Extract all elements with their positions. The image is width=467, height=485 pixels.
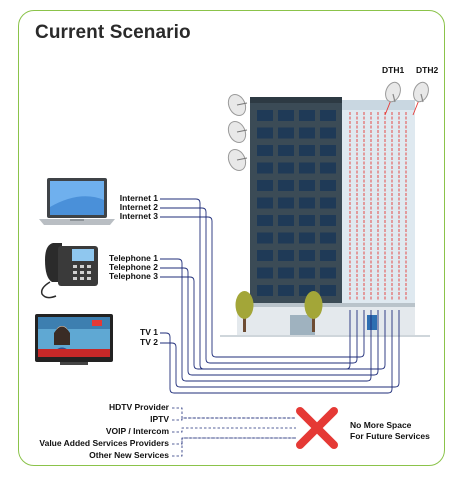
building-window (278, 180, 294, 191)
building-window (320, 180, 336, 191)
building-window (320, 127, 336, 139)
satellite-dish-icon (385, 81, 429, 103)
building-window (257, 285, 273, 296)
building-window (278, 127, 294, 139)
cable-line (160, 276, 386, 370)
building-window (320, 145, 336, 156)
future-service-line (172, 437, 296, 445)
building-window (257, 110, 273, 121)
building-window (299, 250, 315, 261)
building-window (320, 285, 336, 296)
building-window (278, 215, 294, 226)
telephone-icon (40, 243, 98, 299)
telephone-label-1: Telephone 1 (109, 253, 158, 263)
blocked-message-line-2: For Future Services (350, 431, 430, 441)
building-window (257, 267, 273, 279)
satellite-dish-icon (227, 93, 248, 172)
building-window (320, 250, 336, 261)
building-window (299, 285, 315, 296)
future-service-line (172, 417, 296, 421)
internet-label-2: Internet 2 (119, 202, 158, 212)
cross-icon (296, 407, 338, 449)
cable-risers (349, 99, 420, 300)
dish-label-dth1: DTH1 (382, 65, 405, 75)
tree-icon (235, 291, 323, 332)
internet-label-3: Internet 3 (119, 211, 158, 221)
tv-label-2: TV 2 (140, 337, 158, 347)
future-service-hdtv: HDTV Provider (109, 402, 169, 412)
cable-line (160, 310, 400, 388)
building-window (278, 162, 294, 174)
future-service-other: Other New Services (89, 450, 169, 460)
building-window (257, 162, 273, 174)
telephone-label-2: Telephone 2 (109, 262, 158, 272)
building-window (257, 197, 273, 209)
future-service-iptv: IPTV (150, 414, 169, 424)
tv-label-1: TV 1 (140, 327, 158, 337)
building-window (257, 180, 273, 191)
building-window (320, 215, 336, 226)
building-window (299, 197, 315, 209)
dish-feed-line (412, 99, 420, 116)
future-service-voip: VOIP / Intercom (105, 426, 169, 436)
dish-feed-line (384, 99, 392, 116)
building-window (299, 110, 315, 121)
building-window (299, 127, 315, 139)
building-window (278, 197, 294, 209)
telephone-label-3: Telephone 3 (109, 271, 158, 281)
building-window (278, 267, 294, 279)
building-window (257, 215, 273, 226)
laptop-icon (39, 178, 115, 225)
cable-line (160, 267, 379, 376)
building-window (299, 145, 315, 156)
building-window (299, 232, 315, 244)
page-title: Current Scenario (35, 22, 191, 43)
cable-line (160, 310, 393, 394)
cable-line (160, 216, 365, 358)
cable-lines (160, 198, 400, 394)
cable-line (160, 258, 372, 382)
future-service-vas: Value Added Services Providers (39, 438, 169, 448)
building-window (278, 145, 294, 156)
internet-label-1: Internet 1 (119, 193, 158, 203)
dish-label-dth2: DTH2 (416, 65, 439, 75)
building-window (320, 267, 336, 279)
building-window (320, 197, 336, 209)
building-window (278, 110, 294, 121)
building-window (278, 250, 294, 261)
building-window (299, 180, 315, 191)
tv-icon (35, 314, 113, 365)
future-service-line (172, 407, 296, 419)
building-window (320, 162, 336, 174)
building-window (299, 267, 315, 279)
future-service-lines (172, 407, 296, 457)
building-window (278, 232, 294, 244)
building-window (278, 285, 294, 296)
building-window (257, 127, 273, 139)
future-service-line (172, 437, 296, 457)
building-window (257, 232, 273, 244)
cable-line (160, 207, 358, 364)
building-window (299, 215, 315, 226)
blocked-message-line-1: No More Space (350, 420, 412, 430)
building-window (257, 250, 273, 261)
building-window (320, 110, 336, 121)
building-window (299, 162, 315, 174)
building-window (257, 145, 273, 156)
building-window (320, 232, 336, 244)
future-service-line (172, 427, 296, 433)
cable-line (160, 198, 351, 370)
